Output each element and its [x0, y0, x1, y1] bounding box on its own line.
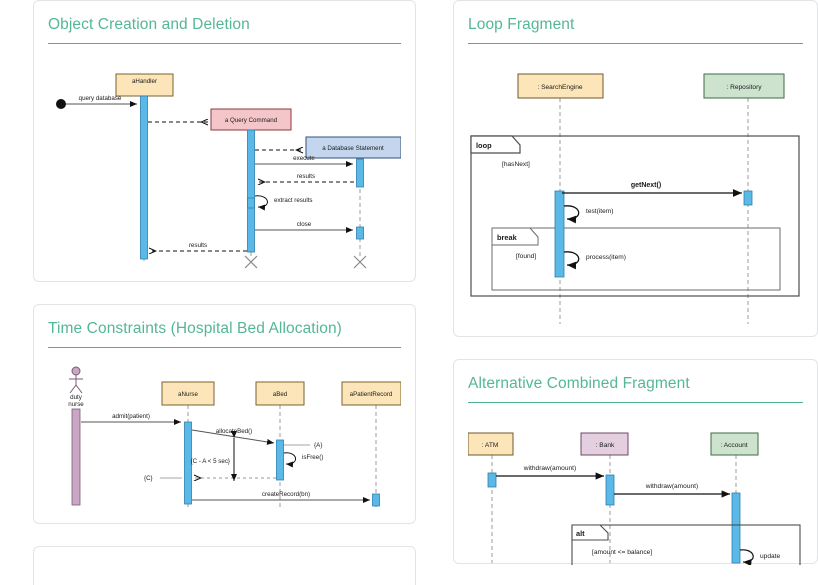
- title-divider: [48, 347, 401, 348]
- participant-head-bank: : Bank: [580, 432, 629, 456]
- page-title: Object Creation and Deletion: [48, 16, 250, 33]
- message-label: isFree(): [302, 454, 323, 461]
- message-label: execute: [293, 155, 315, 162]
- actor-label-line1: duty: [70, 394, 83, 401]
- message-label: withdraw(amount): [645, 483, 698, 490]
- actor-duty-nurse: duty nurse: [68, 366, 84, 506]
- participant-head-anurse: aNurse: [161, 381, 215, 406]
- participant-label: aBed: [273, 391, 288, 398]
- participant-label: aHandler: [132, 78, 157, 85]
- message-label: results: [297, 173, 315, 180]
- fragment-operator: alt: [576, 529, 585, 538]
- message-label: query database: [79, 95, 122, 102]
- message-label: close: [297, 221, 312, 228]
- time-constraint-label: {C - A < 5 sec}: [191, 458, 230, 465]
- message-label: test(item): [586, 208, 613, 215]
- fragment-guard: [amount <= balance]: [592, 549, 652, 556]
- page-title: Alternative Combined Fragment: [468, 375, 690, 392]
- sequence-diagram-time-constraints: duty nurse aNurse aBed: [68, 366, 401, 510]
- sequence-diagram-alternative-fragment: : ATM : Bank : Account: [468, 432, 801, 565]
- participant-label: a Query Command: [225, 117, 278, 124]
- participant-label: : ATM: [482, 442, 499, 449]
- fragment-operator: loop: [476, 141, 492, 150]
- sequence-diagram-loop-fragment: : SearchEngine : Repository loop [hasNex…: [470, 73, 800, 324]
- page-title: Loop Fragment: [468, 16, 575, 33]
- card-alternative-combined-fragment[interactable]: Alternative Combined Fragment : ATM : Ba…: [453, 359, 818, 565]
- message-label: createRecord(bn): [262, 491, 310, 498]
- time-mark-a: {A}: [314, 442, 322, 449]
- participant-label: : SearchEngine: [537, 84, 582, 91]
- participant-head-a-query-command: a Query Command: [210, 108, 292, 131]
- time-mark-c: {C}: [144, 475, 153, 482]
- card-loop-fragment[interactable]: Loop Fragment : SearchEngine : Repositor…: [453, 0, 818, 337]
- fragment-break: break [found]: [491, 227, 781, 291]
- title-divider: [468, 402, 803, 403]
- participant-label: : Bank: [596, 442, 615, 449]
- found-message-origin: [56, 99, 66, 109]
- message-label: withdraw(amount): [523, 465, 576, 472]
- participant-head-apatientrecord: aPatientRecord: [341, 381, 401, 406]
- fragment-guard: [found]: [516, 253, 536, 260]
- participant-head-a-database-statement: a Database Statement: [305, 136, 401, 159]
- right-column: Loop Fragment : SearchEngine : Repositor…: [453, 0, 818, 585]
- fragment-alt: alt [amount <= balance]: [571, 524, 801, 565]
- participant-head-repository: : Repository: [703, 73, 785, 99]
- card-object-creation-and-deletion[interactable]: Object Creation and Deletion: [33, 0, 416, 282]
- participant-head-account: : Account: [710, 432, 759, 456]
- fragment-loop: loop [hasNext]: [470, 135, 800, 297]
- participant-head-ahandler: aHandler: [115, 73, 174, 97]
- page-title: Time Constraints (Hospital Bed Allocatio…: [48, 320, 342, 337]
- participant-head-searchengine: : SearchEngine: [517, 73, 604, 99]
- message-label: process(item): [586, 254, 626, 261]
- participant-head-atm: : ATM: [468, 432, 514, 456]
- message-label: extract results: [274, 197, 313, 204]
- participant-label: aNurse: [178, 391, 199, 398]
- participant-label: a Database Statement: [322, 145, 384, 152]
- participant-label: : Repository: [726, 84, 762, 91]
- card-next-partial[interactable]: [33, 546, 416, 585]
- title-divider: [468, 43, 803, 44]
- fragment-guard: [hasNext]: [502, 161, 530, 168]
- message-label: admit(patient): [112, 413, 150, 420]
- destruction-marker: [244, 255, 367, 269]
- card-time-constraints[interactable]: Time Constraints (Hospital Bed Allocatio…: [33, 304, 416, 524]
- participant-label: : Account: [720, 442, 747, 449]
- title-divider: [48, 43, 401, 44]
- fragment-operator: break: [497, 233, 518, 242]
- message-label: update: [760, 553, 781, 560]
- cards-grid: Object Creation and Deletion: [33, 0, 818, 585]
- sequence-diagram-object-creation: aHandler a Query Command a Database Stat…: [56, 73, 401, 269]
- actor-label-line2: nurse: [68, 401, 84, 408]
- message-label: allocateBed(): [216, 428, 252, 435]
- message-label: getNext(): [631, 182, 661, 189]
- message-label: results: [189, 242, 207, 249]
- participant-head-abed: aBed: [255, 381, 305, 406]
- left-column: Object Creation and Deletion: [33, 0, 416, 585]
- participant-label: aPatientRecord: [350, 391, 393, 398]
